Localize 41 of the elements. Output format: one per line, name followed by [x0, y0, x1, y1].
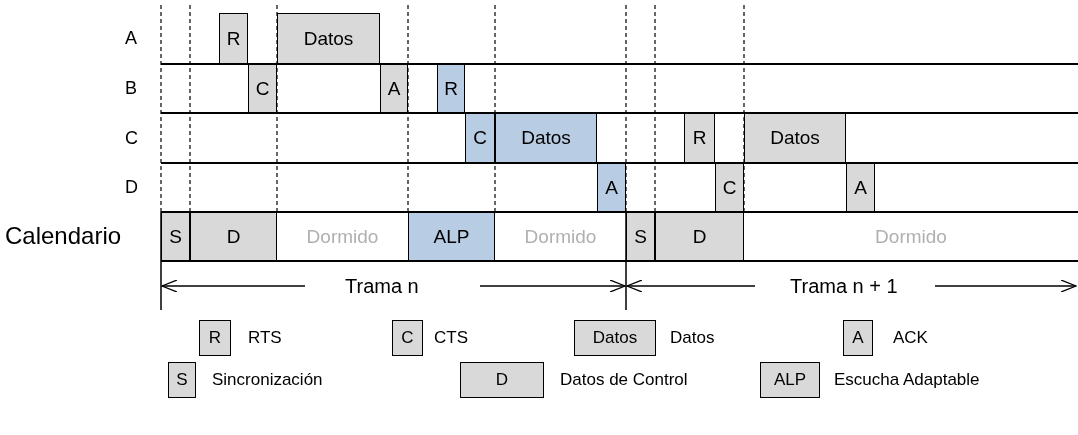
row-label: B — [125, 77, 137, 99]
legend-sample-box: S — [168, 362, 196, 398]
legend-sample-box: ALP — [760, 362, 820, 398]
legend-text: ACK — [893, 328, 928, 348]
slot-box: D — [190, 212, 277, 261]
slot-box: ALP — [408, 212, 495, 261]
slot-box: A — [846, 163, 875, 212]
slot-box: R — [437, 64, 465, 113]
slot-box: Datos — [495, 113, 597, 163]
legend-sample-box: Datos — [574, 320, 656, 356]
sleep-period: Dormido — [495, 212, 626, 261]
legend-text: Sincronización — [212, 370, 323, 390]
row-label: A — [125, 27, 137, 49]
legend-sample-box: D — [460, 362, 544, 398]
slot-box: C — [715, 163, 744, 212]
row-label: D — [125, 176, 138, 198]
slot-box: D — [655, 212, 744, 261]
legend-sample-box: C — [392, 320, 423, 356]
row-label: Calendario — [5, 222, 122, 250]
slot-box: S — [161, 212, 190, 261]
slot-box: S — [626, 212, 655, 261]
row-label: C — [125, 127, 138, 149]
frame-label: Trama n + 1 — [790, 274, 898, 298]
slot-box: Datos — [277, 13, 380, 64]
slot-box: Datos — [744, 113, 846, 163]
slot-box: A — [380, 64, 408, 113]
legend-sample-box: A — [843, 320, 873, 356]
legend-text: Escucha Adaptable — [834, 370, 980, 390]
legend-text: RTS — [248, 328, 282, 348]
slot-box: A — [597, 163, 626, 212]
frame-label: Trama n — [345, 274, 419, 298]
legend-text: CTS — [434, 328, 468, 348]
legend-text: Datos — [670, 328, 715, 348]
legend-sample-box: R — [199, 320, 231, 356]
slot-box: C — [248, 64, 277, 113]
sleep-period: Dormido — [744, 212, 1078, 261]
slot-box: C — [465, 113, 495, 163]
slot-box: R — [219, 13, 248, 64]
legend-text: Datos de Control — [560, 370, 688, 390]
sleep-period: Dormido — [277, 212, 408, 261]
slot-box: R — [684, 113, 715, 163]
